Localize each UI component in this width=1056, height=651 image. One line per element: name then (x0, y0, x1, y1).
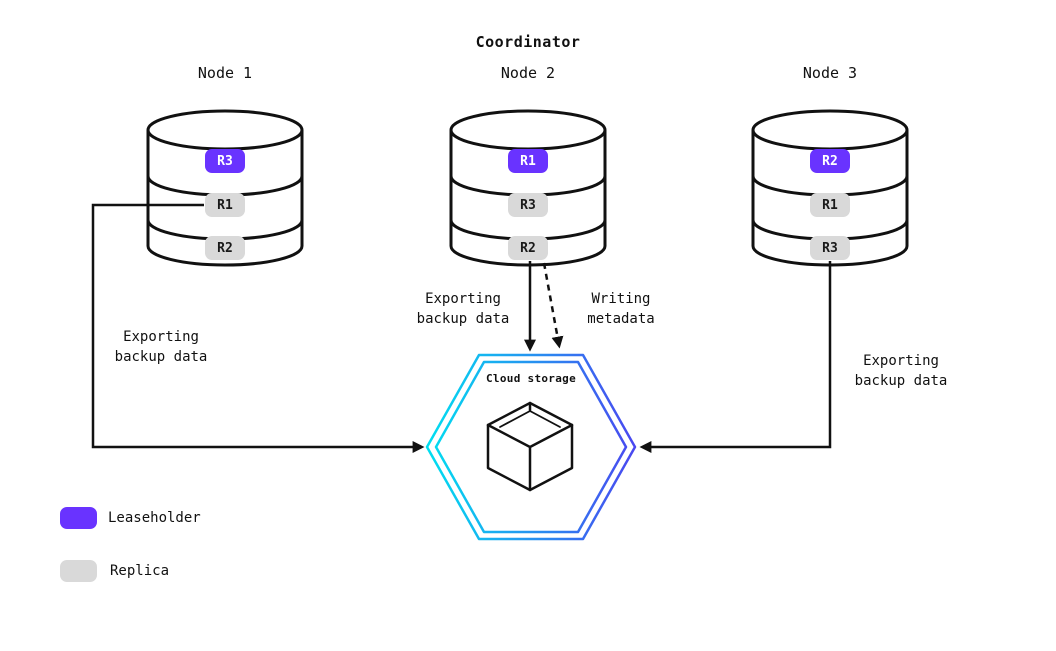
edge-label-node2-metadata: Writing metadata (587, 291, 655, 327)
arrow-node3-to-cloud (639, 261, 832, 453)
cloud-storage-hexagon (425, 353, 637, 541)
cloud-storage-label: Cloud storage (486, 372, 576, 385)
node2-range-badge-replica-1: R3 (508, 193, 548, 217)
node2-range-badge-replica-2: R2 (508, 236, 548, 260)
node3-range-badge-leaseholder: R2 (810, 149, 850, 173)
node2-label: Node 2 (500, 64, 556, 82)
node3-range-badge-replica-2: R3 (810, 236, 850, 260)
edge-label-node3-export: Exporting backup data (854, 353, 948, 389)
arrow-node2-metadata-dashed (542, 262, 564, 349)
legend-leaseholder-label: Leaseholder (108, 510, 201, 526)
node1-label: Node 1 (197, 64, 253, 82)
edge-arrows (91, 203, 832, 453)
legend-replica-swatch (60, 560, 97, 582)
node1-range-badge-replica-1: R1 (205, 193, 245, 217)
node1-range-badge-replica-2: R2 (205, 236, 245, 260)
node1-range-badge-leaseholder: R3 (205, 149, 245, 173)
node2-database-icon (449, 109, 607, 267)
diagram-title: Coordinator (475, 33, 581, 51)
node2-range-badge-leaseholder: R1 (508, 149, 548, 173)
node3-label: Node 3 (802, 64, 858, 82)
edge-label-node1-export: Exporting backup data (114, 329, 208, 365)
cube-icon (486, 401, 574, 492)
node3-range-badge-replica-1: R1 (810, 193, 850, 217)
legend-replica-label: Replica (110, 563, 170, 579)
edge-label-node2-export: Exporting backup data (416, 291, 510, 327)
arrow-node1-to-cloud (91, 203, 425, 453)
legend-leaseholder-swatch (60, 507, 97, 529)
